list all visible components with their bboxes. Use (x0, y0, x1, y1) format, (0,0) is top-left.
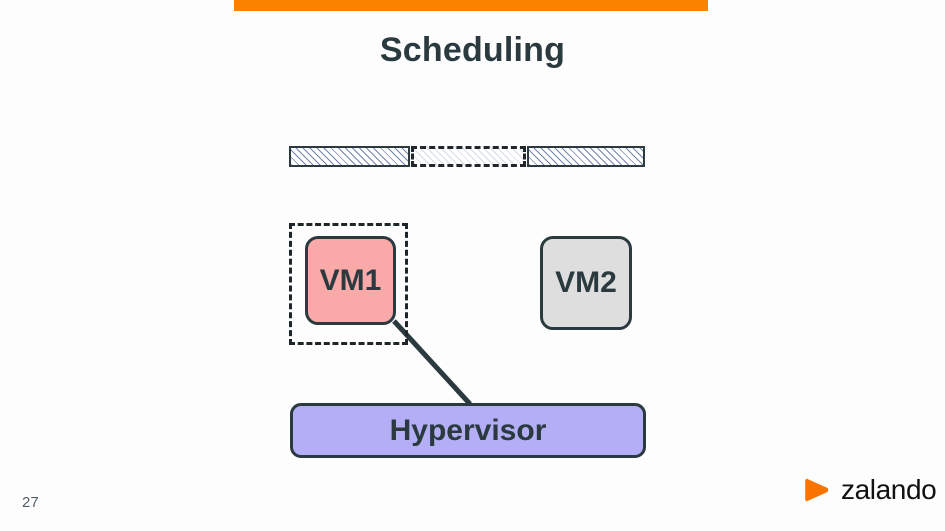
page-title: Scheduling (379, 31, 566, 69)
timeline-segment-running-1 (289, 146, 410, 167)
vm2-label: VM2 (555, 266, 617, 299)
vm2-box[interactable]: VM2 (540, 236, 632, 330)
zalando-play-mark-icon (805, 478, 829, 502)
vm1-selection-outline (289, 223, 408, 345)
zalando-logo: zalando (802, 474, 937, 505)
hypervisor-label: Hypervisor (389, 413, 547, 447)
vm1-label: VM1 (319, 263, 382, 297)
vm1-box[interactable]: VM1 (305, 236, 396, 325)
zalando-wordmark: zalando (841, 474, 937, 505)
top-accent-bar (234, 0, 708, 11)
page-number: 27 (22, 494, 39, 511)
timeline-segment-preempted (411, 146, 526, 167)
hypervisor-box[interactable]: Hypervisor (290, 403, 646, 458)
timeline-segment-running-2 (527, 146, 645, 167)
